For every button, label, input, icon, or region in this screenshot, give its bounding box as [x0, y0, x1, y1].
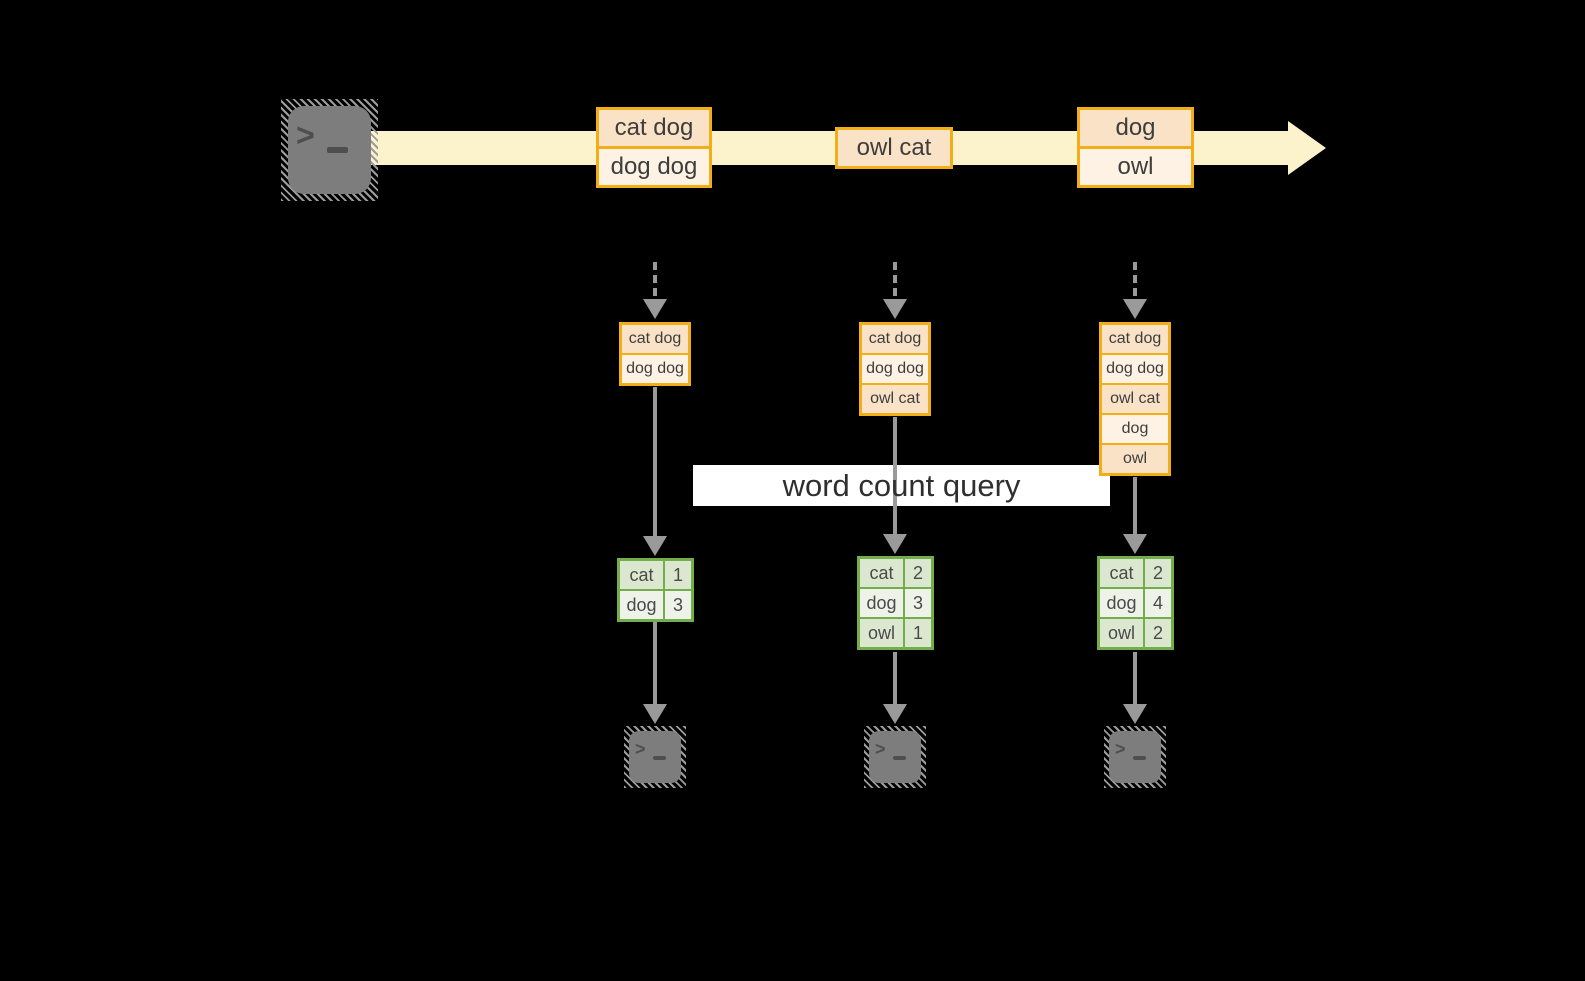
table-cell-count: 2 [905, 559, 931, 587]
state-row: dog [1102, 413, 1168, 443]
terminal-chevron-icon: > [1115, 739, 1126, 759]
terminal-underscore-icon [893, 756, 906, 760]
state-row: owl cat [1102, 383, 1168, 413]
state-box-1: cat dog dog dog [619, 322, 691, 386]
table-cell-count: 3 [665, 591, 691, 619]
state-row: owl cat [862, 383, 928, 413]
down-arrow-head [1123, 534, 1147, 554]
stream-batch-1: cat dog dog dog [596, 107, 712, 188]
terminal-underscore-icon [327, 147, 348, 153]
down-arrow-line [653, 387, 657, 537]
down-arrow-head [1123, 704, 1147, 724]
table-cell-word: owl [860, 619, 903, 647]
state-row: dog dog [1102, 353, 1168, 383]
state-box-3: cat dog dog dog owl cat dog owl [1099, 322, 1171, 476]
terminal-chevron-icon: > [296, 117, 315, 153]
batch-row: cat dog [599, 110, 709, 146]
dashed-down-arrow-line [893, 262, 897, 296]
state-row: dog dog [862, 353, 928, 383]
table-cell-count: 1 [665, 561, 691, 589]
state-row: cat dog [862, 325, 928, 353]
terminal-icon: > [1104, 726, 1166, 788]
table-cell-count: 1 [905, 619, 931, 647]
table-cell-count: 2 [1145, 619, 1171, 647]
down-arrow-head [883, 704, 907, 724]
count-table-1: cat 1 dog 3 [617, 558, 694, 622]
terminal-icon: > [281, 99, 378, 201]
terminal-icon: > [864, 726, 926, 788]
stream-batch-3: dog owl [1077, 107, 1194, 188]
dashed-down-arrow-head [883, 299, 907, 319]
down-arrow-head [883, 534, 907, 554]
state-box-2: cat dog dog dog owl cat [859, 322, 931, 416]
batch-row: owl [1080, 146, 1191, 185]
table-cell-word: dog [1100, 589, 1143, 617]
table-cell-word: dog [620, 591, 663, 619]
state-row: owl [1102, 443, 1168, 473]
down-arrow-line [893, 652, 897, 705]
state-row: dog dog [622, 353, 688, 383]
stream-arrow-head [1288, 121, 1326, 175]
table-cell-count: 2 [1145, 559, 1171, 587]
terminal-chevron-icon: > [875, 739, 886, 759]
down-arrow-line [1133, 477, 1137, 535]
state-row: cat dog [622, 325, 688, 353]
word-count-query-label-bg [693, 465, 1110, 506]
terminal-underscore-icon [1133, 756, 1146, 760]
table-cell-word: owl [1100, 619, 1143, 647]
down-arrow-line [653, 622, 657, 705]
dashed-down-arrow-head [1123, 299, 1147, 319]
table-cell-word: dog [860, 589, 903, 617]
table-cell-count: 4 [1145, 589, 1171, 617]
down-arrow-head [643, 704, 667, 724]
terminal-icon: > [624, 726, 686, 788]
word-count-query-label: word count query [782, 467, 1021, 503]
down-arrow-line [893, 417, 897, 535]
table-cell-word: cat [860, 559, 903, 587]
down-arrow-line [1133, 652, 1137, 705]
table-cell-word: cat [1100, 559, 1143, 587]
stream-batch-2: owl cat [835, 127, 953, 169]
terminal-chevron-icon: > [635, 739, 646, 759]
count-table-2: cat 2 dog 3 owl 1 [857, 556, 934, 650]
dashed-down-arrow-head [643, 299, 667, 319]
table-cell-word: cat [620, 561, 663, 589]
count-table-3: cat 2 dog 4 owl 2 [1097, 556, 1174, 650]
down-arrow-head [643, 536, 667, 556]
dashed-down-arrow-line [1133, 262, 1137, 296]
batch-row: owl cat [838, 130, 950, 166]
dashed-down-arrow-line [653, 262, 657, 296]
batch-row: dog [1080, 110, 1191, 146]
terminal-underscore-icon [653, 756, 666, 760]
table-cell-count: 3 [905, 589, 931, 617]
batch-row: dog dog [599, 146, 709, 185]
state-row: cat dog [1102, 325, 1168, 353]
